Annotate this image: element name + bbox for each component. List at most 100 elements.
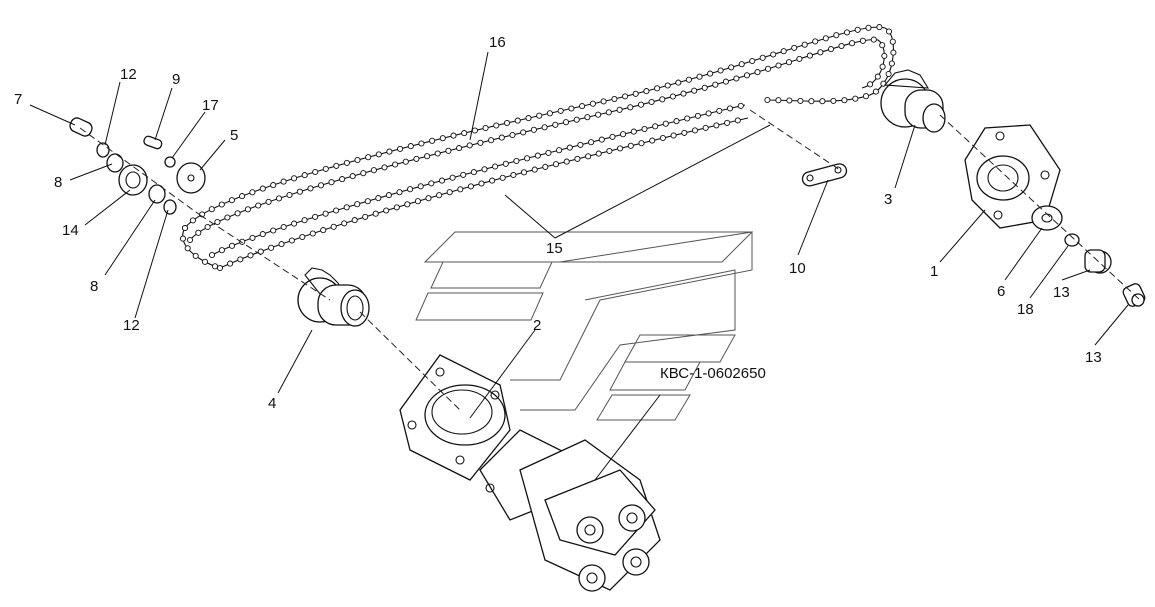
chain-roller <box>309 230 316 237</box>
chain-roller <box>879 63 886 70</box>
chain-roller <box>694 112 701 119</box>
chain-roller <box>681 129 688 136</box>
chain-roller <box>307 185 314 192</box>
chain-roller <box>838 42 845 50</box>
chain-roller <box>438 177 446 184</box>
chain-roller <box>659 96 666 103</box>
chain-roller <box>407 143 414 150</box>
chain-roller <box>268 244 275 251</box>
chain-roller <box>717 67 724 74</box>
chain-roller <box>808 98 815 105</box>
chain-roller <box>189 217 196 224</box>
chain-roller <box>675 79 682 86</box>
chain-roller <box>738 61 745 68</box>
chain-roller <box>396 189 403 196</box>
chain-roller <box>370 167 377 174</box>
chain-roller <box>492 163 499 170</box>
chain-roller <box>888 60 895 67</box>
chain-roller <box>457 186 464 193</box>
chain-roller <box>705 110 712 117</box>
chain-roller <box>375 151 382 158</box>
callout-18: 18 <box>1017 301 1034 318</box>
chain-roller <box>574 155 581 162</box>
chain-roller <box>632 90 639 97</box>
chain-roller <box>208 251 216 259</box>
chain-roller <box>192 252 199 259</box>
chain-roller <box>622 93 629 100</box>
chain-roller <box>270 227 277 234</box>
callout-17: 17 <box>202 97 219 114</box>
chain-roller <box>286 191 293 199</box>
sprocket-3 <box>880 69 946 133</box>
chain-roller <box>770 51 777 58</box>
chain-roller <box>181 224 189 232</box>
chain-roller <box>733 75 740 82</box>
callout-labels: 7 12 9 17 5 8 14 8 12 16 15 10 3 1 6 18 … <box>14 34 1102 412</box>
callout-1: 1 <box>930 263 938 280</box>
watermark-logo <box>415 231 754 421</box>
callout-8-top: 8 <box>54 174 62 191</box>
chain-roller <box>819 98 826 105</box>
chain-roller <box>637 101 645 108</box>
chain-roller <box>417 183 424 190</box>
chain-roller <box>291 220 298 227</box>
chain-roller <box>865 24 872 31</box>
chain-roller <box>759 54 766 61</box>
chain-roller <box>685 76 692 83</box>
chain-roller <box>482 124 489 132</box>
chain-roller <box>680 90 687 97</box>
chain-roller <box>434 150 441 157</box>
chain-roller <box>224 214 231 221</box>
chain-roller <box>301 217 308 224</box>
chain-roller <box>609 133 616 140</box>
chain-roller <box>502 160 509 167</box>
callout-13: 13 <box>1085 349 1102 366</box>
chain-roller <box>520 169 528 176</box>
chain-roller <box>691 87 698 94</box>
chain-roller <box>312 168 319 176</box>
chain-roller <box>728 64 735 71</box>
sprocket-4 <box>297 267 370 327</box>
callout-2: 2 <box>533 317 541 334</box>
chain-roller <box>726 105 734 112</box>
chain-roller <box>333 162 340 169</box>
chain-roller <box>317 182 325 189</box>
callout-14: 14 <box>62 222 79 239</box>
chain-roller <box>617 145 624 152</box>
chain-roller <box>885 28 893 35</box>
chain-roller <box>446 189 453 196</box>
chain-roller <box>425 195 432 202</box>
chain-roller <box>288 237 295 244</box>
chain-roller <box>691 127 699 134</box>
chain-roller <box>499 174 506 181</box>
chain-roller <box>654 85 661 92</box>
chain-roller <box>201 258 209 265</box>
chain-roller <box>179 235 187 242</box>
chain-roller <box>413 155 420 162</box>
chain-roller <box>712 81 719 88</box>
callout-10: 9 <box>172 71 180 88</box>
chain-roller <box>867 81 874 88</box>
chain-roller <box>239 238 246 245</box>
chain-roller <box>330 223 337 230</box>
chain-roller <box>627 104 634 111</box>
chain-roller <box>662 120 669 127</box>
chain-roller <box>830 97 837 104</box>
chain-roller <box>299 233 306 241</box>
callout-15: 15 <box>546 240 563 257</box>
chain-roller <box>280 223 287 231</box>
callout-6: 6 <box>997 283 1005 300</box>
chain-roller <box>673 118 680 125</box>
chain-roller <box>872 88 879 95</box>
chain-roller <box>862 93 870 100</box>
chain-roller <box>638 140 645 147</box>
chain-roller <box>812 38 819 45</box>
chain-roller <box>354 201 361 208</box>
chain-roller <box>362 213 369 220</box>
chain-roller <box>259 185 266 192</box>
chain-roller <box>530 126 537 133</box>
chain-roller <box>509 131 516 139</box>
chain-roller <box>402 158 409 165</box>
chain-roller <box>478 180 485 187</box>
chain-roller <box>312 213 319 220</box>
